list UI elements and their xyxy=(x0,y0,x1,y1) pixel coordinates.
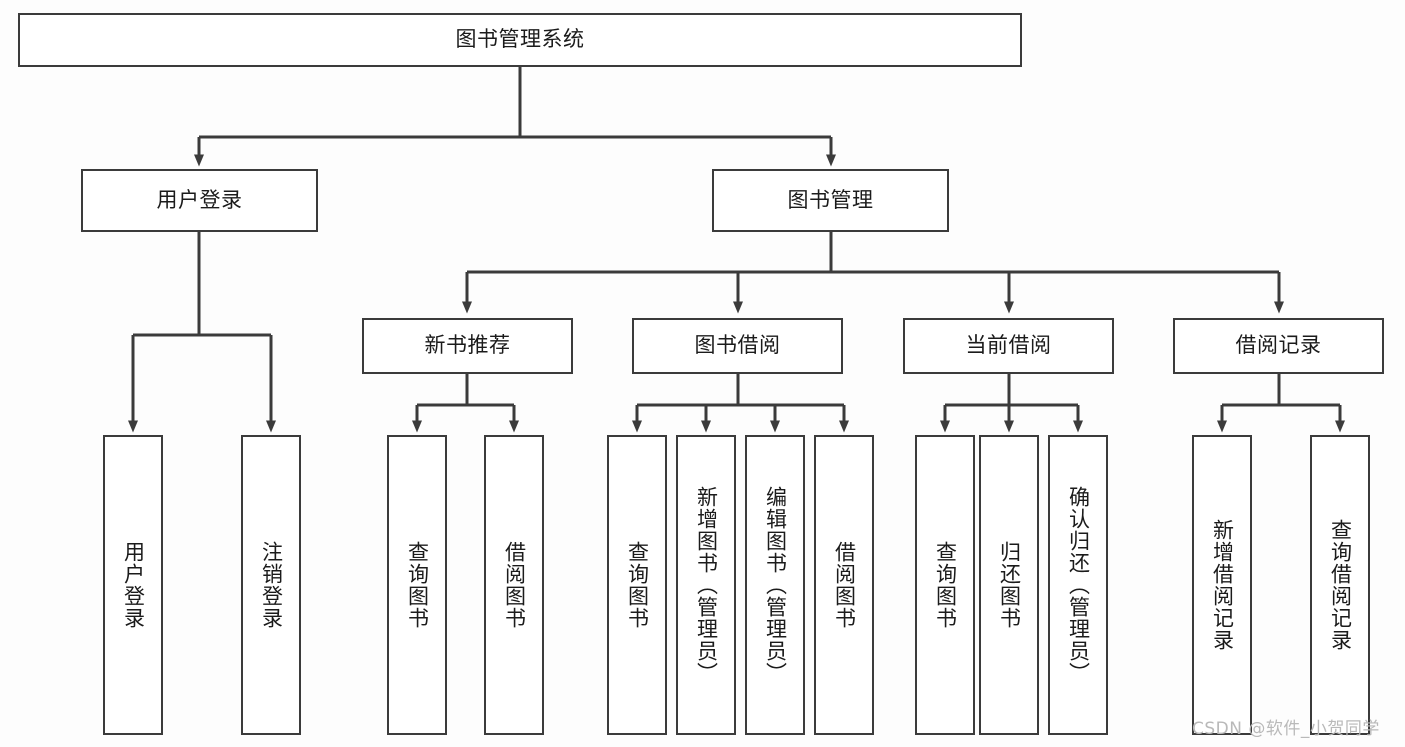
node-label: 查询借阅记录 xyxy=(1328,519,1353,651)
node-label: 借阅图书 xyxy=(502,541,527,629)
node-label: 查询图书 xyxy=(625,541,650,629)
node-leaf-user-login[interactable]: 用户登录 xyxy=(103,435,163,735)
node-leaf-return-book[interactable]: 归还图书 xyxy=(979,435,1039,735)
node-leaf-query-book-recommend[interactable]: 查询图书 xyxy=(387,435,447,735)
node-label: 新增借阅记录 xyxy=(1210,519,1235,651)
node-label: 确认归还（管理员） xyxy=(1066,486,1091,684)
node-label: 编辑图书（管理员） xyxy=(763,486,788,684)
node-label: 新书推荐 xyxy=(424,333,511,358)
node-leaf-confirm-return-admin[interactable]: 确认归还（管理员） xyxy=(1048,435,1108,735)
node-leaf-add-book-admin[interactable]: 新增图书（管理员） xyxy=(676,435,736,735)
node-label: 用户登录 xyxy=(121,541,146,629)
node-leaf-query-book-current[interactable]: 查询图书 xyxy=(915,435,975,735)
node-leaf-edit-book-admin[interactable]: 编辑图书（管理员） xyxy=(745,435,805,735)
node-user-login[interactable]: 用户登录 xyxy=(81,169,318,232)
node-leaf-query-book-borrow[interactable]: 查询图书 xyxy=(607,435,667,735)
node-current-borrow[interactable]: 当前借阅 xyxy=(903,318,1114,374)
node-leaf-logout[interactable]: 注销登录 xyxy=(241,435,301,735)
node-leaf-borrow-book[interactable]: 借阅图书 xyxy=(814,435,874,735)
node-book-borrow[interactable]: 图书借阅 xyxy=(632,318,843,374)
node-label: 借阅图书 xyxy=(832,541,857,629)
node-leaf-borrow-book-recommend[interactable]: 借阅图书 xyxy=(484,435,544,735)
node-book-management[interactable]: 图书管理 xyxy=(712,169,949,232)
node-label: 新增图书（管理员） xyxy=(694,486,719,684)
node-label: 归还图书 xyxy=(997,541,1022,629)
node-label: 查询图书 xyxy=(405,541,430,629)
node-label: 图书借阅 xyxy=(694,333,781,358)
node-leaf-query-borrow-record[interactable]: 查询借阅记录 xyxy=(1310,435,1370,735)
node-borrow-record[interactable]: 借阅记录 xyxy=(1173,318,1384,374)
node-new-book-recommend[interactable]: 新书推荐 xyxy=(362,318,573,374)
node-label: 用户登录 xyxy=(156,187,243,212)
node-label: 查询图书 xyxy=(933,541,958,629)
node-label: 图书管理 xyxy=(787,187,874,212)
node-label: 当前借阅 xyxy=(965,333,1052,358)
node-leaf-add-borrow-record[interactable]: 新增借阅记录 xyxy=(1192,435,1252,735)
node-label: 注销登录 xyxy=(259,541,284,629)
node-root-book-management-system[interactable]: 图书管理系统 xyxy=(18,13,1022,67)
node-label: 图书管理系统 xyxy=(455,27,585,52)
node-label: 借阅记录 xyxy=(1235,333,1322,358)
